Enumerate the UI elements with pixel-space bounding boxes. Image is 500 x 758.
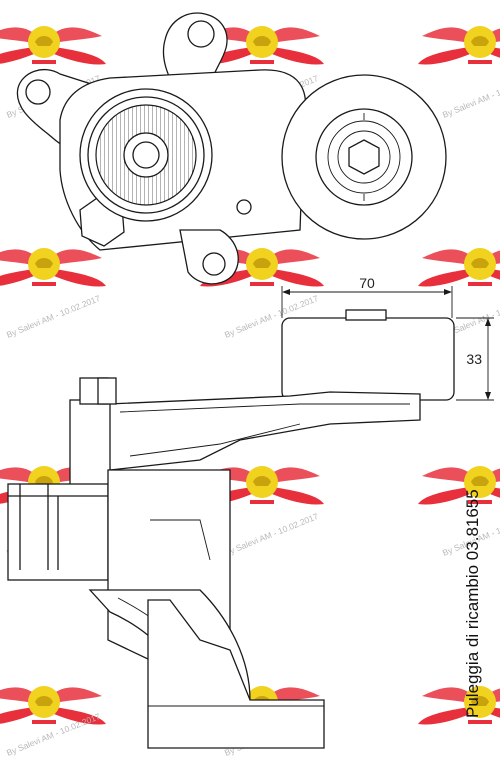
- height-dimension: 33: [466, 351, 482, 367]
- pivot-hole: [236, 199, 252, 215]
- brand-logo-icon: [0, 248, 106, 287]
- watermark-text: By Salevi AM - 10.02.2017: [441, 73, 500, 120]
- pulley-hex-bolt: [348, 139, 380, 175]
- watermark-text: By Salevi AM - 10.02.2017: [223, 511, 320, 558]
- tensioner-side-view: [7, 309, 455, 749]
- watermark-text: By Salevi AM - 10.02.2017: [5, 293, 102, 340]
- brand-logo-icon: [418, 248, 500, 287]
- brand-logo-icon: [418, 26, 500, 65]
- brand-logo-icon: [418, 466, 500, 505]
- pulley-side: [281, 317, 455, 401]
- mounting-hole-left: [25, 79, 51, 105]
- brand-logo-icon: [0, 26, 106, 65]
- pulley-front: [281, 74, 447, 240]
- width-dimension: 70: [359, 275, 375, 291]
- part-caption: Puleggia di ricambio 03.81655: [463, 489, 482, 718]
- dimensions: 70 33: [281, 275, 494, 401]
- tensioner-top-view: [16, 12, 447, 285]
- mounting-hole-top: [187, 20, 215, 48]
- hub-bore: [132, 141, 160, 169]
- mounting-hole-bottom: [202, 252, 226, 276]
- brand-logo-icon: [418, 686, 500, 725]
